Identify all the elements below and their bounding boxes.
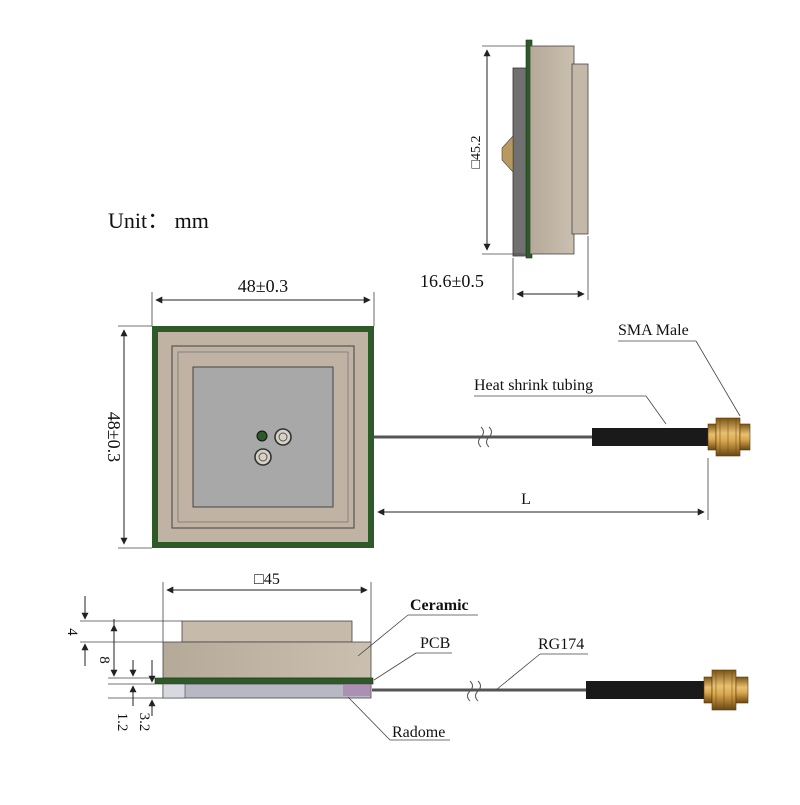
top-view-ceramic-rim xyxy=(171,345,355,529)
feed-point-1 xyxy=(274,428,292,446)
side-top-connector xyxy=(501,135,514,173)
feed-point-2 xyxy=(254,448,272,466)
side-top-square-label: □45.2 xyxy=(469,136,484,169)
side-view-bottom: □45 4 8 xyxy=(64,571,749,741)
side-top-thickness-label: 16.6±0.5 xyxy=(420,271,484,291)
callout-pcb: PCB xyxy=(420,635,450,652)
dim-3-2: 3.2 xyxy=(136,713,152,732)
side-view-top: □45.2 16.6±0.5 xyxy=(420,39,589,300)
callout-ceramic: Ceramic xyxy=(410,597,469,614)
side-bottom-square-label: □45 xyxy=(254,571,280,588)
side-bottom-ceramic xyxy=(162,641,372,679)
top-view-width-label: 48±0.3 xyxy=(238,276,288,296)
side-bottom-heat-shrink xyxy=(586,681,706,699)
side-top-ceramic xyxy=(529,45,575,255)
callout-rg174: RG174 xyxy=(538,636,584,653)
unit-label: Unit： mm xyxy=(108,208,209,233)
feed-point-green xyxy=(256,430,268,442)
cable-length-label: L xyxy=(521,491,531,508)
side-bottom-patch xyxy=(181,620,353,643)
callout-heat-shrink: Heat shrink tubing xyxy=(474,377,593,394)
top-view-sma-connector xyxy=(707,417,751,457)
top-view-heat-shrink xyxy=(592,428,710,446)
side-bottom-radome xyxy=(162,683,372,699)
dim-4: 4 xyxy=(64,628,80,636)
dim-1-2: 1.2 xyxy=(114,713,130,732)
top-view: 48±0.3 48±0.3 xyxy=(104,276,751,549)
side-bottom-sma-connector xyxy=(703,669,749,711)
callout-sma: SMA Male xyxy=(618,322,689,339)
top-view-height-label: 48±0.3 xyxy=(104,412,124,462)
dim-8: 8 xyxy=(96,656,112,664)
side-bottom-pcb xyxy=(154,677,374,685)
side-top-patch xyxy=(571,63,589,235)
callout-radome: Radome xyxy=(392,724,445,741)
